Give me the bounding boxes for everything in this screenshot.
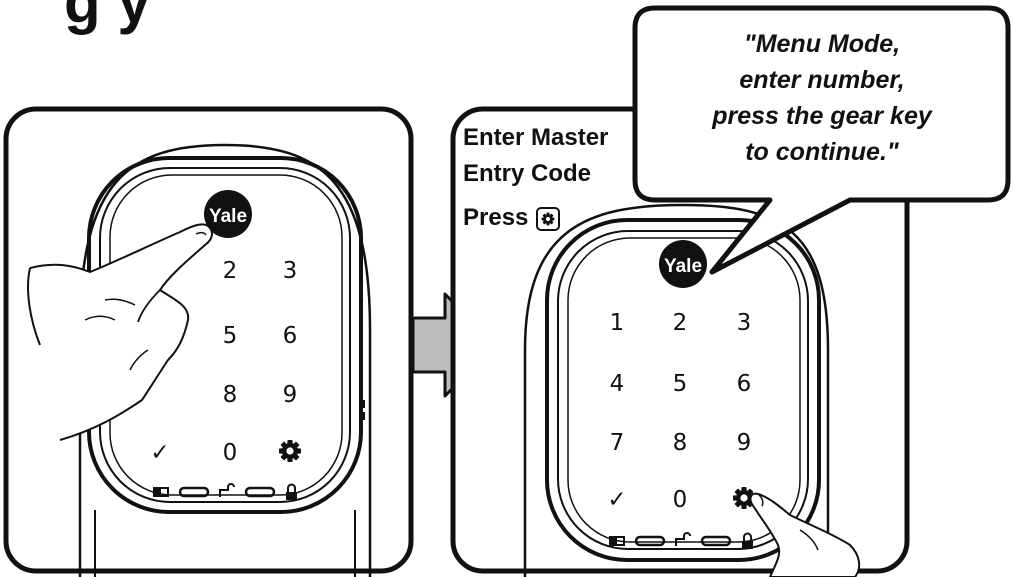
key-2[interactable]: 2 <box>673 310 688 336</box>
gear-icon[interactable] <box>279 440 301 462</box>
key-6[interactable]: 6 <box>737 371 752 397</box>
instruction-text: Enter Master Entry Code Press <box>463 124 608 231</box>
left-hand-pressing <box>27 223 213 441</box>
instruction-line-3: Press <box>463 204 528 231</box>
yale-logo-text: Yale <box>209 206 247 227</box>
key-8[interactable]: 8 <box>673 430 688 456</box>
key-3[interactable]: 3 <box>283 258 298 284</box>
instruction-line-1: Enter Master <box>463 124 608 151</box>
right-yale-logo: Yale <box>659 240 707 288</box>
right-lock-illustration <box>523 203 830 577</box>
key-2[interactable]: 2 <box>223 258 238 284</box>
bubble-line-2: enter number, <box>739 66 904 94</box>
left-panel-frame <box>3 106 414 574</box>
right-hand-pressing-gear <box>749 492 861 577</box>
key-6[interactable]: 6 <box>283 323 298 349</box>
right-keypad: 1 2 3 4 5 6 7 8 9 ✓ 0 <box>607 310 755 551</box>
left-keypad: 2 3 5 6 8 9 ✓ 0 <box>150 258 301 502</box>
key-7[interactable]: 7 <box>610 430 625 456</box>
key-8[interactable]: 8 <box>223 382 238 408</box>
page-title-fragment: g y <box>64 0 151 35</box>
key-9[interactable]: 9 <box>737 430 752 456</box>
key-4[interactable]: 4 <box>610 371 625 397</box>
left-yale-logo: Yale <box>204 190 252 238</box>
key-check[interactable]: ✓ <box>150 440 169 466</box>
bubble-line-1: "Menu Mode, <box>744 30 900 58</box>
instruction-line-2: Entry Code <box>463 160 591 187</box>
speech-bubble: "Menu Mode, enter number, press the gear… <box>632 5 1011 275</box>
key-3[interactable]: 3 <box>737 310 752 336</box>
bubble-line-4: to continue." <box>745 138 900 166</box>
key-5[interactable]: 5 <box>223 323 238 349</box>
yale-logo-text: Yale <box>664 256 702 277</box>
key-5[interactable]: 5 <box>673 371 688 397</box>
bubble-line-3: press the gear key <box>711 102 933 130</box>
key-0[interactable]: 0 <box>673 487 688 513</box>
key-0[interactable]: 0 <box>223 440 238 466</box>
key-check[interactable]: ✓ <box>607 487 626 513</box>
gear-key-icon <box>536 207 560 231</box>
key-9[interactable]: 9 <box>283 382 298 408</box>
key-1[interactable]: 1 <box>610 310 625 336</box>
title-text: g y <box>64 0 151 35</box>
